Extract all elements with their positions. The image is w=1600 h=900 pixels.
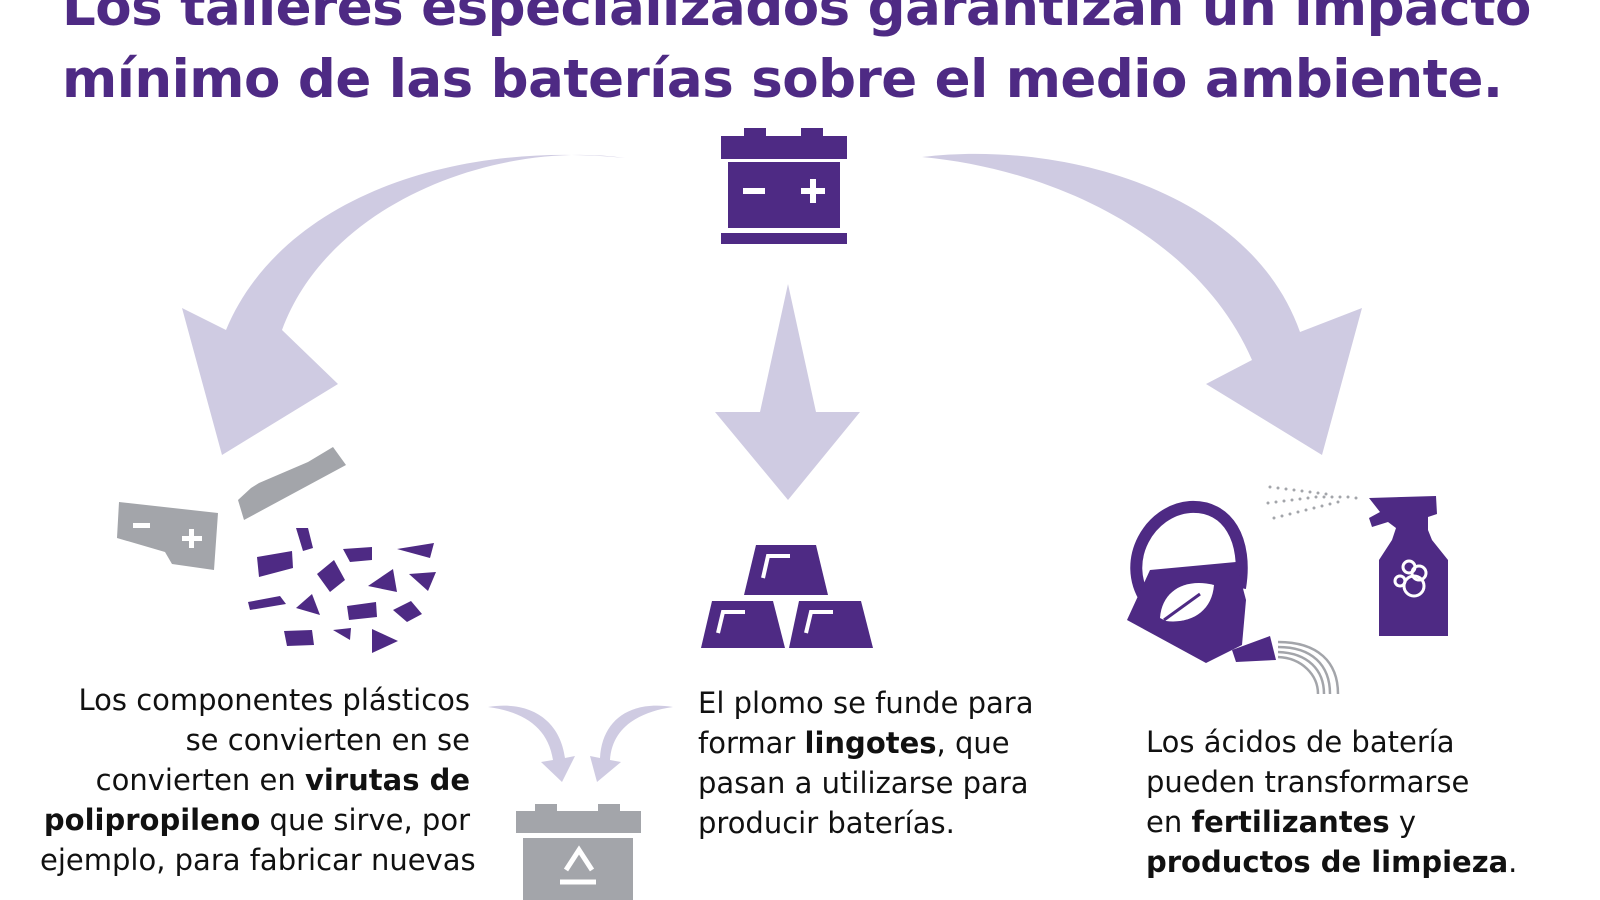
arrow-to-ingots [715, 284, 860, 500]
caption-lead-line-3: pasan a utilizarse para [698, 766, 1029, 800]
recycle-flow-arrows [488, 705, 673, 782]
caption-plastics-line-5: ejemplo, para fabricar nuevas [40, 843, 476, 877]
caption-lead-line-2: formar lingotes, que [698, 723, 1098, 763]
page-title: Los talleres especializados garantizan u… [62, 0, 1531, 116]
arrow-to-acids [922, 153, 1362, 455]
caption-bold-text: polipropileno [43, 803, 261, 837]
watering-can-icon [1127, 500, 1340, 695]
arrow-to-plastics [182, 154, 625, 455]
caption-acids: Los ácidos de batería pueden transformar… [1146, 722, 1586, 882]
caption-acids-line-4: productos de limpieza. [1146, 842, 1586, 882]
caption-plastics: Los componentes plásticos se convierten … [40, 680, 476, 880]
caption-plastics-line-1: Los componentes plásticos [78, 683, 470, 717]
caption-lead-line-4: producir baterías. [698, 806, 955, 840]
caption-bold-text: fertilizantes [1191, 805, 1390, 839]
caption-text: , que [936, 726, 1010, 760]
caption-lead-line-1: El plomo se funde para [698, 686, 1034, 720]
caption-plastics-line-4: polipropileno que sirve, por [40, 800, 470, 840]
caption-plastics-line-2: se convierten en se [185, 723, 470, 757]
caption-acids-line-2: pueden transformarse [1146, 765, 1470, 799]
caption-text: convierten en [95, 763, 305, 797]
recycle-icon [560, 845, 596, 885]
caption-bold-text: virutas de [304, 763, 470, 797]
caption-text: en [1146, 805, 1192, 839]
lead-ingots-icon [701, 545, 873, 648]
caption-text: . [1508, 845, 1518, 879]
caption-text: que sirve, por [260, 803, 470, 837]
title-line-2: mínimo de las baterías sobre el medio am… [62, 49, 1503, 110]
caption-text: y [1389, 805, 1417, 839]
spray-mist [1266, 485, 1358, 520]
caption-acids-line-3: en fertilizantes y [1146, 802, 1586, 842]
caption-plastics-line-3: convierten en virutas de [40, 760, 470, 800]
caption-bold-text: productos de limpieza [1146, 845, 1509, 879]
caption-text: formar [698, 726, 805, 760]
title-line-1: Los talleres especializados garantizan u… [62, 0, 1531, 38]
plastic-fragments-icon [117, 447, 436, 653]
caption-bold-text: lingotes [804, 726, 937, 760]
recycled-battery-icon [516, 804, 641, 900]
spray-bottle-icon [1369, 496, 1448, 636]
battery-icon [721, 128, 847, 244]
caption-acids-line-1: Los ácidos de batería [1146, 725, 1455, 759]
caption-lead: El plomo se funde para formar lingotes, … [698, 683, 1098, 843]
